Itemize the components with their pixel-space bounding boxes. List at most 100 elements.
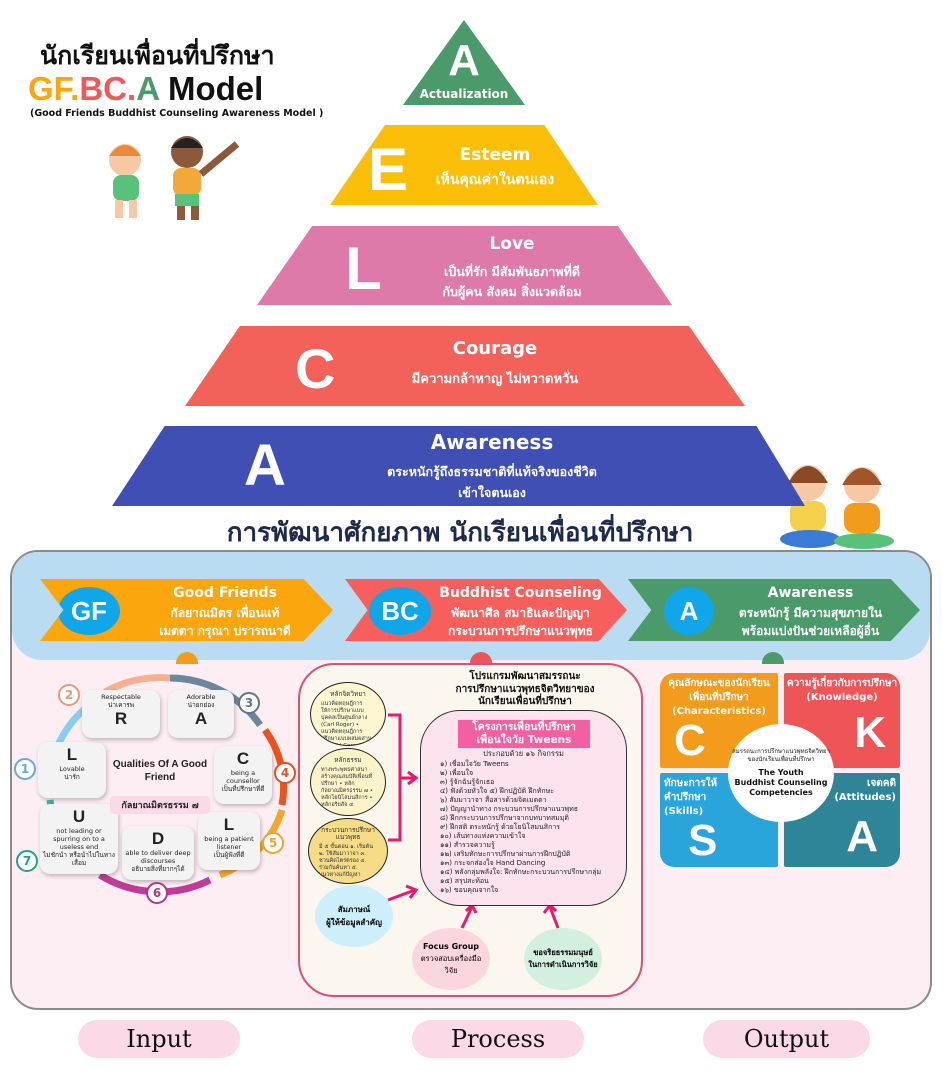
activity-item: ๓) รู้จักฉันรู้จักเธอ: [440, 778, 495, 786]
quality-letter: C: [236, 749, 250, 768]
quality-number: 5: [262, 832, 284, 854]
quadrant-letter: K: [854, 708, 886, 757]
quadrant-attitudes: เจตคติ(Attitudes) A: [784, 773, 900, 867]
interview-line: ผู้ให้ข้อมูลสำคัญ: [326, 918, 382, 927]
activity-count: ประกอบด้วย ๑๖ กิจกรรม: [483, 749, 564, 758]
arrow-desc: กัลยาณมิตร เพื่อนแท้: [170, 606, 280, 620]
qualities-center-th: กัลยาณมิตรธรรม ๗: [110, 796, 210, 814]
interview-line: สัมภาษณ์: [337, 905, 371, 914]
badge-gf: GF: [58, 587, 120, 635]
model-a: A: [136, 70, 159, 107]
model-subtitle: (Good Friends Buddhist Counseling Awaren…: [30, 108, 324, 119]
tier-letter: A: [448, 36, 480, 85]
quality-th: เป็นที่ปรึกษาที่ดี: [221, 785, 265, 793]
ellipse-head: กระบวนการปรึกษาแนวพุทธ: [321, 826, 375, 841]
tier-letter: C: [295, 337, 336, 400]
model-gf: GF.: [28, 70, 80, 107]
running-kids-illustration: [109, 136, 240, 220]
quality-en: not leading or spurring on to a useless …: [53, 827, 105, 851]
pyramid-tier-actualization: A Actualization: [403, 20, 525, 105]
tier-title: Love: [489, 234, 535, 254]
model-bc: BC.: [79, 70, 137, 107]
quality-number: 7: [16, 850, 38, 872]
tier-letter: L: [345, 235, 382, 302]
main-title: การพัฒนาศักยภาพ นักเรียนเพื่อนที่ปรึกษา: [226, 518, 694, 548]
center-th: ของนักเรียนเพื่อนที่ปรึกษา: [747, 756, 815, 763]
quality-th: น่าเคารพ: [107, 701, 135, 709]
activity-item: ๑๓) กระจกส่องใจ Hand Dancing: [440, 859, 546, 867]
activity-item: ๑๒) เสริมทักษะการปรึกษาผ่านการฝึกปฏิบัติ: [440, 850, 571, 858]
arrow-title: Buddhist Counseling: [439, 585, 602, 601]
quadrant-text: เจตคติ: [867, 778, 896, 789]
quadrant-text: คำปรึกษา: [664, 792, 707, 803]
quality-en: able to deliver deep discourses: [125, 849, 191, 865]
project-title-line: โครงการเพื่อนที่ปรึกษา: [472, 721, 576, 733]
activity-item: ๑) เชื่อมใจวัย Tweens: [440, 760, 509, 768]
ellipse-body: มี ๕ ขั้นตอน ๑. เริ่มต้น ๒. ใช้สัมมาวาจา…: [319, 844, 373, 878]
quadrant-text: คุณลักษณะของนักเรียน: [668, 678, 770, 689]
pyramid-tier-esteem: E Esteem เห็นคุณค่าในตนเอง: [330, 125, 598, 205]
activity-item: ๖) สัมมาวาจา สื่อสารด้วยจิตเมตตา: [440, 796, 547, 804]
activity-item: ๑๖) ขอบคุณจากใจ: [440, 886, 499, 894]
quadrant-text: (Knowledge): [806, 692, 878, 703]
quality-letter: D: [151, 829, 165, 848]
activity-item: ๗) ปัญญานำทาง กระบวนการปรึกษาแนวพุทธ: [440, 805, 578, 813]
model-title: GF.BC.A Model: [28, 70, 263, 108]
connector-dot: [470, 652, 492, 664]
interview-bubble: สัมภาษณ์ผู้ให้ข้อมูลสำคัญ: [315, 885, 393, 947]
connector-dot: [176, 652, 198, 664]
activity-item: ๔) ฟังด้วยหัวใจ ๕) ฝึกปฏิบัติ ฝึกทักษะ: [440, 787, 555, 795]
center-en: Buddhist Counseling: [734, 778, 828, 787]
quality-en: being a counsellor: [226, 769, 260, 785]
project-title-line: เพื่อนใจวัย Tweens: [476, 734, 572, 746]
tier-desc: มีความกล้าหาญ ไม่หวาดหวั่น: [411, 372, 579, 387]
process-title-line: โปรแกรมพัฒนาสมรรถนะ: [469, 671, 581, 682]
activity-item: ๒) เพื่อนใจ: [440, 769, 474, 777]
quality-number: 1: [14, 758, 36, 780]
quality-th: เป็นผู้ฟังที่ดี: [213, 851, 245, 859]
quadrant-text: ความรู้เกี่ยวกับการปรึกษา: [786, 678, 898, 689]
arrow-awareness: A Awareness ตระหนักรู้ มีความสุขภายใน พร…: [628, 579, 920, 641]
quadrant-text: เพื่อนที่ปรึกษา: [689, 692, 749, 703]
pyramid-tier-love: L Love เป็นที่รัก มีสัมพันธภาพที่ดี กับผ…: [257, 226, 672, 305]
center-th: สมรรถนะการปรึกษาแนวพุทธจิตวิทยา: [732, 748, 830, 755]
ethics-line: ในการดำเนินการวิจัย: [528, 960, 598, 969]
arrow-good-friends: GF Good Friends กัลยาณมิตร เพื่อนแท้ เมต…: [40, 579, 333, 641]
connector-dot: [762, 652, 784, 664]
quality-number: 4: [274, 762, 296, 784]
quality-number: 2: [58, 684, 80, 706]
ellipse-head: หลักธรรม: [334, 756, 362, 764]
badge-bc: BC: [369, 587, 431, 635]
focus-desc: วิจัย: [444, 965, 458, 975]
quality-th: น่ารัก: [64, 773, 80, 781]
quadrant-text: ทักษะการให้: [664, 778, 718, 789]
quadrant-text: (Attitudes): [834, 792, 896, 803]
quadrant-letter: C: [674, 716, 706, 765]
activity-item: ๑๐) เส้นทางแห่งความเข้าใจ: [440, 832, 526, 840]
competencies-center: สมรรถนะการปรึกษาแนวพุทธจิตวิทยา ของนักเร…: [728, 724, 834, 822]
center-en: Competencies: [749, 788, 813, 797]
quadrant-text: (Skills): [664, 806, 704, 817]
psychology-ellipse: หลักจิตวิทยาแนวคิดทฤษฎีการให้การปรึกษาแบ…: [310, 682, 386, 746]
arrow-desc: ตระหนักรู้ มีความสุขภายใน: [738, 606, 883, 620]
qualities-center-title: Qualities Of A Good Friend: [112, 759, 208, 783]
activity-item: ๘) ฝึกกระบวนการปรึกษาจากบทบาทสมมุติ: [440, 814, 569, 822]
arrow-title: Awareness: [767, 585, 854, 601]
tier-desc: กับผู้คน สังคม สิ่งแวดล้อม: [442, 284, 582, 299]
tier-title: Actualization: [419, 87, 509, 101]
arrow-desc: พัฒนาศีล สมาธิและปัญญา: [451, 606, 590, 620]
tier-letter: E: [368, 136, 409, 203]
ellipse-head: หลักจิตวิทยา: [330, 690, 366, 698]
tier-title: Esteem: [459, 145, 531, 165]
tier-desc: เป็นที่รัก มีสัมพันธภาพที่ดี: [443, 264, 580, 279]
quality-th: น่ายกย่อง: [187, 701, 215, 709]
focus-desc: ตรวจสอบเครื่องมือ: [420, 953, 482, 963]
tier-title: Awareness: [430, 430, 554, 454]
quality-number: 6: [146, 882, 168, 904]
quadrant-letter: S: [688, 816, 718, 865]
